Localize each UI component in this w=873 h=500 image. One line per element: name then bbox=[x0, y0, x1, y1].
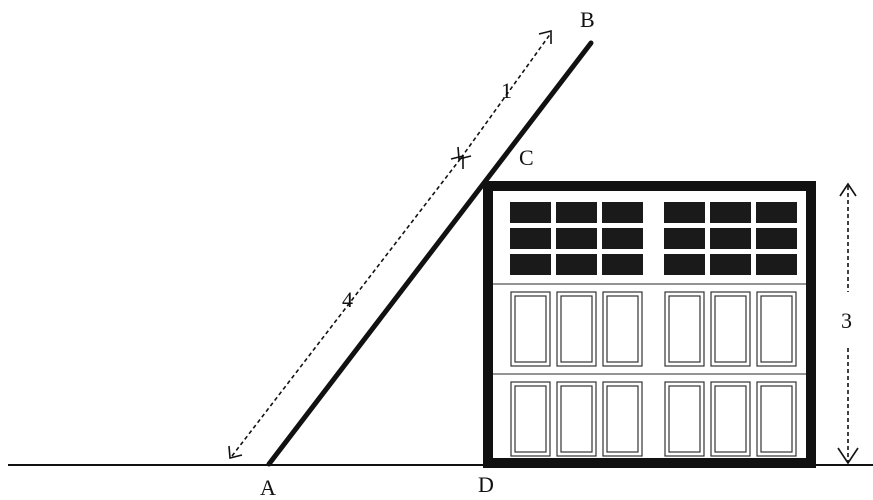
door-panel bbox=[510, 381, 551, 457]
window-pane bbox=[710, 228, 751, 249]
window-pane bbox=[602, 228, 643, 249]
dimension-cd bbox=[837, 182, 859, 465]
point-label-b: B bbox=[580, 7, 595, 32]
door-panel bbox=[756, 381, 797, 457]
window-pane bbox=[756, 228, 797, 249]
length-label-cb: 1 bbox=[501, 78, 512, 103]
door-panel bbox=[602, 291, 643, 367]
door-panel bbox=[664, 291, 705, 367]
window-pane bbox=[510, 228, 551, 249]
window-pane bbox=[756, 202, 797, 223]
window-pane bbox=[602, 202, 643, 223]
point-label-d: D bbox=[478, 472, 494, 497]
length-label-ac: 4 bbox=[342, 287, 353, 312]
length-label-cd: 3 bbox=[841, 308, 852, 333]
door-panel bbox=[510, 291, 551, 367]
dimension-cb bbox=[457, 29, 552, 161]
garage-frame bbox=[483, 181, 816, 468]
window-pane bbox=[556, 254, 597, 275]
window-pane bbox=[664, 254, 705, 275]
door-panel bbox=[710, 291, 751, 367]
door-panel bbox=[556, 291, 597, 367]
door-panel bbox=[756, 291, 797, 367]
window-pane bbox=[510, 202, 551, 223]
window-pane bbox=[710, 202, 751, 223]
door-panels-row-2 bbox=[510, 381, 797, 457]
window-pane bbox=[710, 254, 751, 275]
door-panel bbox=[710, 381, 751, 457]
door-panel bbox=[602, 381, 643, 457]
window-pane bbox=[664, 228, 705, 249]
ladder bbox=[266, 40, 594, 467]
door-panel bbox=[664, 381, 705, 457]
window-pane bbox=[510, 254, 551, 275]
window-pane bbox=[556, 228, 597, 249]
window-pane bbox=[602, 254, 643, 275]
window-grid bbox=[510, 202, 797, 275]
window-pane bbox=[556, 202, 597, 223]
point-label-c: C bbox=[519, 145, 534, 170]
window-pane bbox=[756, 254, 797, 275]
door-panels-row-1 bbox=[510, 291, 797, 367]
window-pane bbox=[664, 202, 705, 223]
point-label-a: A bbox=[260, 475, 276, 500]
garage-door bbox=[483, 181, 816, 468]
door-panel bbox=[556, 381, 597, 457]
